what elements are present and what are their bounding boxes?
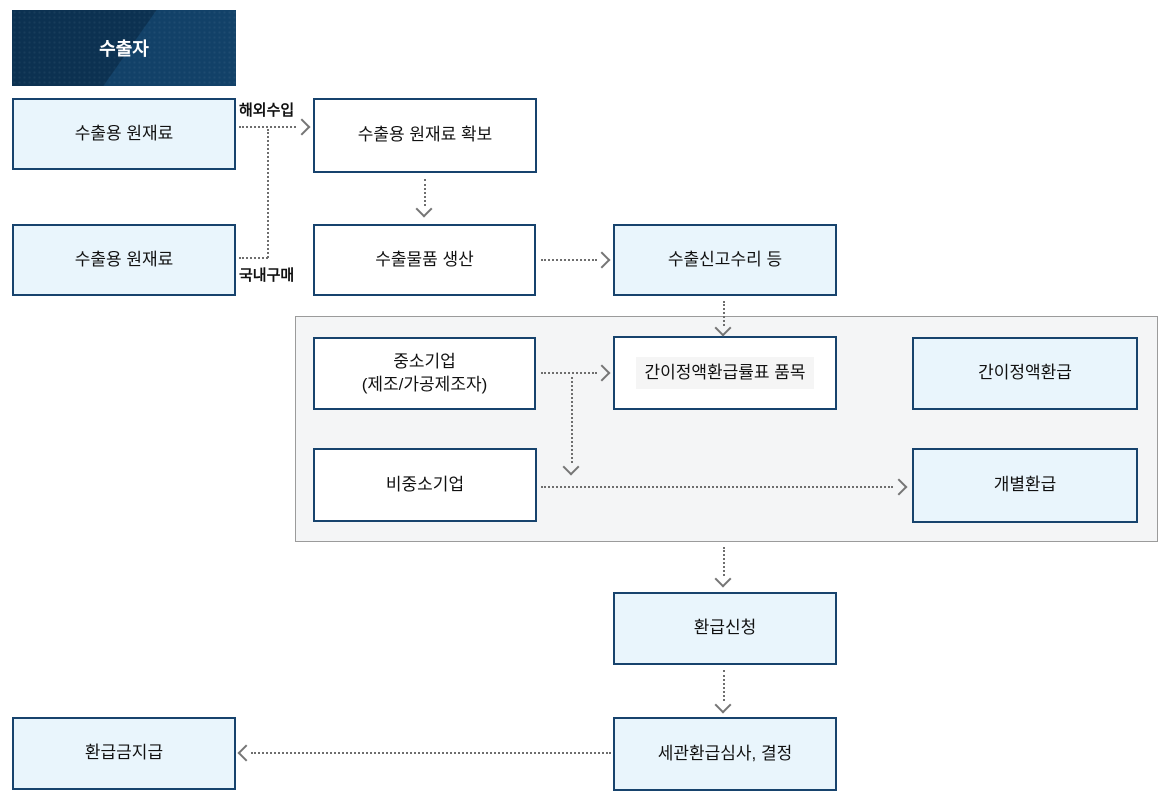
produce-export-goods-label: 수출물품 생산: [375, 249, 474, 269]
simplified-fixed-refund-label: 간이정액환급: [978, 363, 1072, 383]
arrowhead-left-review-to-payment-icon: [237, 744, 255, 762]
connector-produce-to-declaration: [541, 259, 597, 261]
arrowhead-right-produce-to-declaration-icon: [593, 251, 611, 269]
connector-application-to-review: [723, 670, 725, 701]
connector-review-to-payment: [251, 752, 611, 754]
edge-label-overseas-import: 해외수입: [239, 102, 295, 119]
sme-label-line1: 중소기업: [393, 351, 456, 371]
connector-secure-to-produce: [424, 179, 426, 206]
edge-label-domestic-purchase: 국내구매: [239, 267, 295, 284]
node-raw-material-overseas: 수출용 원재료: [12, 98, 236, 170]
arrowhead-right-overseas-to-secure-icon: [293, 118, 311, 136]
arrowhead-down-application-to-review-icon: [714, 696, 732, 714]
node-sme: 중소기업 (제조/가공제조자): [313, 337, 536, 410]
connector-domestic-to-junction: [239, 257, 268, 259]
exporter-header-label: 수출자: [99, 39, 149, 59]
customs-refund-review-decision-label: 세관환급심사, 결정: [657, 743, 793, 763]
node-fixed-refund-rate-items: 간이정액환급률표 품목: [613, 336, 837, 410]
raw-material-domestic-label: 수출용 원재료: [74, 249, 174, 269]
connector-sme-branch-down: [571, 377, 573, 463]
connector-non-sme-to-individual: [541, 486, 893, 488]
node-raw-material-domestic: 수출용 원재료: [12, 224, 236, 296]
non-sme-label: 비중소기업: [385, 474, 465, 494]
fixed-refund-rate-items-label: 간이정액환급률표 품목: [636, 356, 814, 390]
node-produce-export-goods: 수출물품 생산: [313, 224, 536, 296]
export-declaration-acceptance-label: 수출신고수리 등: [667, 249, 783, 269]
node-secure-raw-materials: 수출용 원재료 확보: [313, 98, 537, 173]
node-refund-payment: 환급금지급: [12, 717, 236, 790]
node-export-declaration-acceptance: 수출신고수리 등: [613, 224, 837, 296]
connector-junction-vertical: [267, 129, 269, 258]
arrowhead-down-secure-to-produce-icon: [415, 200, 433, 218]
refund-payment-label: 환급금지급: [84, 743, 164, 763]
arrowhead-down-panel-to-application-icon: [714, 570, 732, 588]
connector-panel-to-application: [723, 547, 725, 576]
node-non-sme: 비중소기업: [313, 448, 537, 522]
connector-overseas-to-secure: [239, 126, 296, 128]
connector-sme-to-items: [541, 372, 597, 374]
node-customs-refund-review-decision: 세관환급심사, 결정: [613, 717, 837, 791]
node-simplified-fixed-refund: 간이정액환급: [912, 337, 1138, 410]
connector-declaration-to-items: [723, 301, 725, 326]
raw-material-overseas-label: 수출용 원재료: [74, 123, 174, 143]
secure-raw-materials-label: 수출용 원재료 확보: [357, 125, 493, 145]
refund-application-label: 환급신청: [693, 618, 757, 638]
sme-label-line2: (제조/가공제조자): [361, 374, 488, 394]
node-refund-application: 환급신청: [613, 592, 837, 665]
node-exporter-header: 수출자: [12, 10, 236, 86]
node-individual-refund: 개별환급: [912, 448, 1138, 523]
individual-refund-label: 개별환급: [993, 475, 1057, 495]
